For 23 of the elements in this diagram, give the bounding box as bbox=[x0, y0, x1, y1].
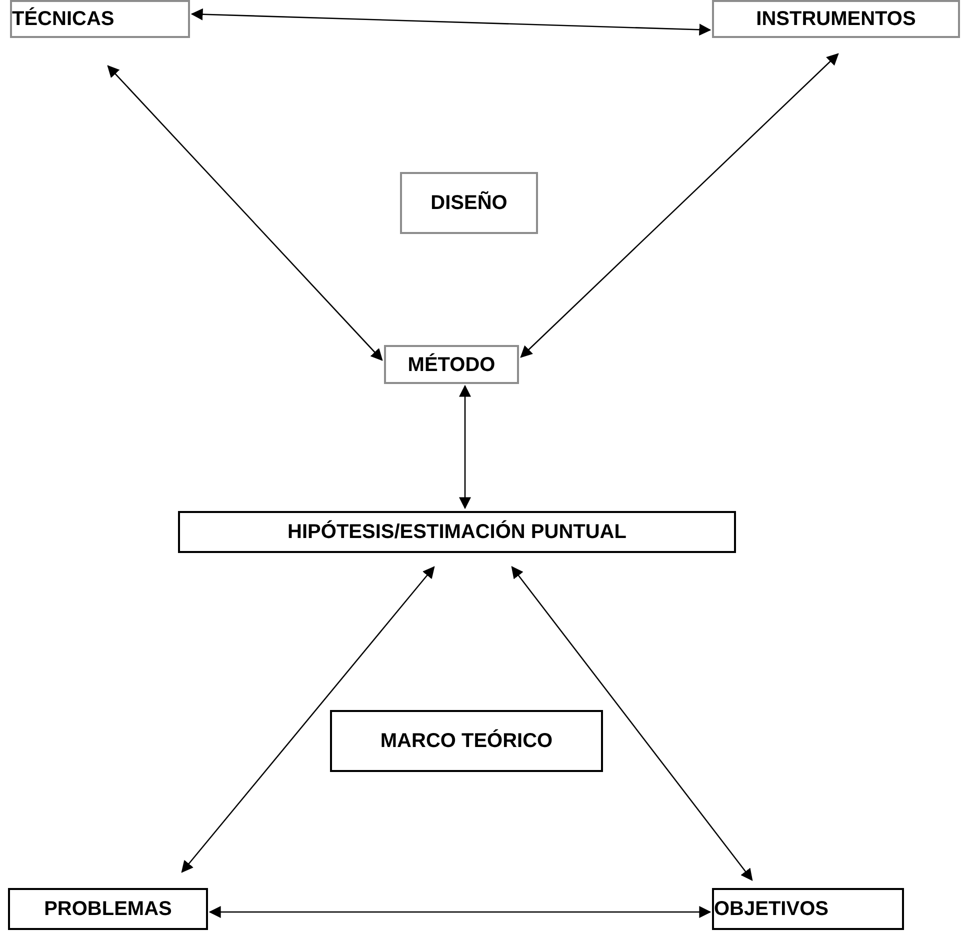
double-arrow bbox=[181, 566, 435, 873]
double-arrow bbox=[511, 566, 753, 881]
double-arrow bbox=[459, 384, 471, 510]
double-arrow bbox=[520, 53, 839, 358]
label-box bbox=[8, 888, 208, 930]
label-box bbox=[384, 345, 519, 384]
double-arrow bbox=[208, 906, 712, 918]
label-box bbox=[178, 511, 736, 553]
label-box bbox=[712, 888, 904, 930]
box-label: MÉTODO bbox=[408, 354, 496, 374]
box-label: HIPÓTESIS/ESTIMACIÓN PUNTUAL bbox=[288, 522, 626, 542]
label-box bbox=[10, 0, 190, 38]
label-box bbox=[330, 710, 603, 772]
box-label: TÉCNICAS bbox=[12, 9, 114, 29]
box-label: PROBLEMAS bbox=[44, 899, 172, 919]
box-label: DISEÑO bbox=[430, 193, 508, 213]
label-box bbox=[400, 172, 538, 234]
box-label: OBJETIVOS bbox=[714, 899, 828, 919]
box-label: INSTRUMENTOS bbox=[756, 9, 916, 29]
double-arrow bbox=[190, 8, 712, 36]
label-box bbox=[712, 0, 960, 38]
double-arrow bbox=[107, 65, 383, 361]
box-label: MARCO TEÓRICO bbox=[380, 731, 553, 751]
